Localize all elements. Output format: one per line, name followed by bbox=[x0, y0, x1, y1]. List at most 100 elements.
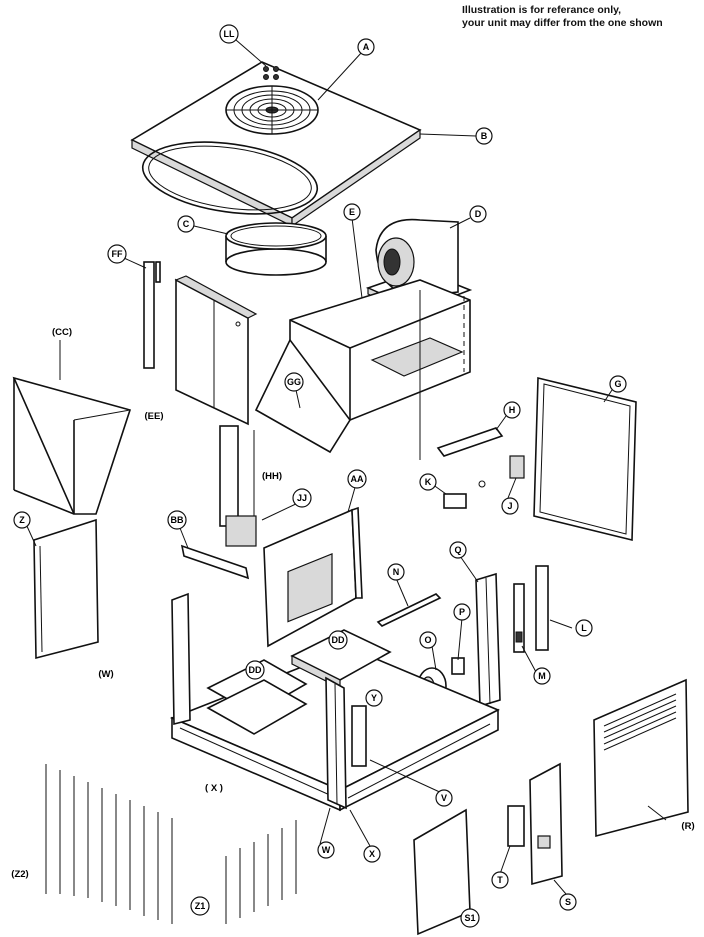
svg-text:N: N bbox=[393, 567, 400, 577]
label-B: B bbox=[475, 127, 493, 145]
label-P: P bbox=[453, 603, 471, 621]
corner-post-w bbox=[325, 676, 347, 810]
svg-text:A: A bbox=[363, 42, 370, 52]
svg-text:E: E bbox=[349, 207, 355, 217]
label-BB: BB bbox=[167, 510, 187, 530]
label-W: W bbox=[317, 841, 335, 859]
svg-text:V: V bbox=[441, 793, 447, 803]
side-grille-panel bbox=[33, 518, 99, 660]
label-DD-left: DD bbox=[245, 660, 265, 680]
svg-text:(CC): (CC) bbox=[52, 327, 72, 338]
label-W-left: (W) bbox=[98, 669, 113, 680]
svg-text:( X ): ( X ) bbox=[205, 783, 223, 794]
svg-text:M: M bbox=[538, 671, 546, 681]
label-C: C bbox=[177, 215, 195, 233]
corner-strip bbox=[143, 261, 161, 369]
svg-text:GG: GG bbox=[287, 377, 301, 387]
svg-text:C: C bbox=[183, 219, 190, 229]
svg-text:AA: AA bbox=[351, 474, 364, 484]
svg-text:FF: FF bbox=[112, 249, 123, 259]
disclaimer-line-1: Illustration is for referance only, bbox=[462, 4, 622, 16]
label-N: N bbox=[387, 563, 405, 581]
svg-text:(Z2): (Z2) bbox=[11, 869, 28, 880]
corner-post-w-left bbox=[171, 592, 191, 726]
label-H: H bbox=[503, 401, 521, 419]
control-box-t bbox=[507, 805, 525, 847]
label-Y: Y bbox=[365, 689, 383, 707]
label-J: J bbox=[501, 497, 519, 515]
label-FF: FF bbox=[107, 244, 127, 264]
svg-text:W: W bbox=[322, 845, 331, 855]
svg-text:P: P bbox=[459, 607, 465, 617]
blower-housing bbox=[254, 279, 471, 460]
label-A: A bbox=[357, 38, 375, 56]
rail-bb bbox=[180, 544, 250, 580]
label-GG: GG bbox=[284, 372, 304, 392]
strip-l bbox=[535, 565, 549, 651]
bracket-p bbox=[451, 657, 465, 675]
label-V: V bbox=[435, 789, 453, 807]
svg-text:BB: BB bbox=[171, 515, 184, 525]
side-panel-ee bbox=[174, 275, 258, 426]
fastener-group bbox=[263, 66, 279, 80]
svg-text:J: J bbox=[507, 501, 512, 511]
svg-text:(HH): (HH) bbox=[262, 471, 282, 482]
svg-text:Z: Z bbox=[19, 515, 25, 525]
label-D: D bbox=[469, 205, 487, 223]
label-Z: Z bbox=[13, 511, 31, 529]
strip-m bbox=[513, 583, 525, 653]
label-HH: (HH) bbox=[262, 471, 282, 482]
label-O: O bbox=[419, 631, 437, 649]
partition-panel bbox=[263, 506, 363, 648]
svg-text:H: H bbox=[509, 405, 516, 415]
label-R: (R) bbox=[681, 821, 694, 832]
label-G: G bbox=[609, 375, 627, 393]
small-parts-hjk bbox=[436, 427, 525, 509]
label-M: M bbox=[533, 667, 551, 685]
side-panel-s bbox=[529, 762, 563, 886]
label-X-left: ( X ) bbox=[205, 783, 223, 794]
svg-text:Q: Q bbox=[454, 545, 461, 555]
front-grille-panel bbox=[593, 678, 689, 838]
bracket-y bbox=[351, 705, 367, 767]
orifice-ring bbox=[225, 222, 327, 276]
label-Z2: (Z2) bbox=[11, 869, 28, 880]
label-CC: (CC) bbox=[52, 327, 72, 338]
svg-text:LL: LL bbox=[224, 29, 235, 39]
svg-text:Z1: Z1 bbox=[195, 901, 206, 911]
svg-text:S: S bbox=[565, 897, 571, 907]
svg-text:O: O bbox=[424, 635, 431, 645]
svg-text:L: L bbox=[581, 623, 587, 633]
svg-text:S1: S1 bbox=[464, 913, 475, 923]
label-JJ: JJ bbox=[292, 488, 312, 508]
label-LL: LL bbox=[219, 24, 239, 44]
corner-post-q bbox=[475, 572, 501, 708]
label-S: S bbox=[559, 893, 577, 911]
svg-text:T: T bbox=[497, 875, 503, 885]
label-T: T bbox=[491, 871, 509, 889]
label-K: K bbox=[419, 473, 437, 491]
coil-cc bbox=[12, 376, 132, 515]
svg-text:G: G bbox=[614, 379, 621, 389]
svg-text:K: K bbox=[425, 477, 432, 487]
svg-text:DD: DD bbox=[332, 635, 345, 645]
label-L: L bbox=[575, 619, 593, 637]
label-EE: (EE) bbox=[144, 411, 163, 422]
svg-text:Y: Y bbox=[371, 693, 377, 703]
louver-grille-z2 bbox=[45, 764, 173, 924]
louver-grille-z1 bbox=[225, 820, 297, 924]
label-E: E bbox=[343, 203, 361, 221]
disclaimer-note: Illustration is for referance only, your… bbox=[462, 4, 702, 30]
svg-text:JJ: JJ bbox=[297, 493, 307, 503]
label-Z1: Z1 bbox=[190, 896, 210, 916]
label-X: X bbox=[363, 845, 381, 863]
fan-guard bbox=[225, 85, 319, 135]
svg-text:DD: DD bbox=[249, 665, 262, 675]
panel-dd-left bbox=[206, 659, 308, 735]
disclaimer-line-2: your unit may differ from the one shown bbox=[462, 17, 663, 29]
label-Q: Q bbox=[449, 541, 467, 559]
svg-text:(EE): (EE) bbox=[144, 411, 163, 422]
label-DD-front: DD bbox=[328, 630, 348, 650]
svg-text:(R): (R) bbox=[681, 821, 694, 832]
